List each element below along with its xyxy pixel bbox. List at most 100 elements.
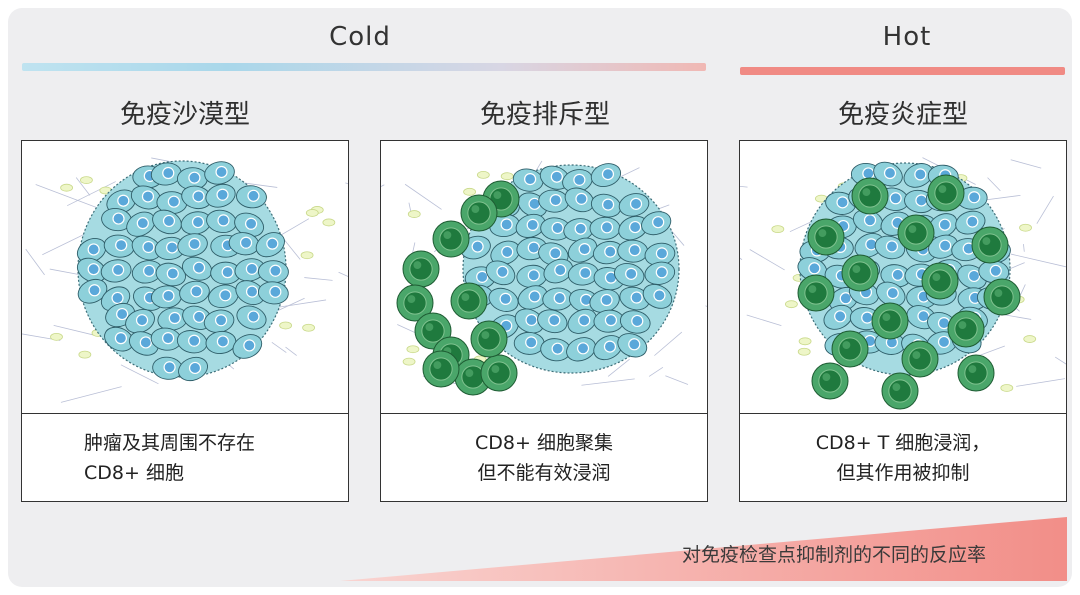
tumor-cell — [542, 287, 574, 311]
tumor-cell — [873, 161, 903, 187]
tumor-cell — [485, 260, 516, 286]
tumor-cell — [100, 259, 132, 283]
tumor-cell — [564, 187, 595, 213]
stromal-cell — [406, 345, 420, 354]
panel-title-excluded: 免疫排斥型 — [479, 100, 610, 130]
panel-title-desert: 免疫沙漠型 — [119, 100, 250, 130]
cd8-t-cell — [480, 354, 518, 392]
tumor-cell — [538, 189, 570, 213]
tumor-cell — [955, 210, 986, 235]
panel-immune-desert: 肿瘤及其周围不存在 CD8+ 细胞 — [21, 140, 349, 502]
tumor-cell — [567, 237, 598, 263]
cd8-t-cell — [432, 220, 470, 258]
cd8-t-cell — [927, 174, 965, 212]
tumor-cell — [177, 233, 208, 257]
tumor-cell — [150, 327, 182, 351]
tumor-cell — [517, 285, 548, 310]
tumor-cell — [151, 285, 182, 309]
tumor-cell — [567, 262, 599, 286]
tumor-cell — [823, 304, 853, 330]
stromal-cell — [1000, 384, 1014, 392]
tumor-cell — [642, 284, 673, 309]
cd8-t-cell — [901, 340, 939, 378]
stromal-cell — [300, 251, 314, 260]
stromal-cell — [78, 350, 92, 359]
tumor-cell — [617, 239, 649, 263]
tumor-cell — [589, 216, 621, 240]
stromal-cell — [80, 176, 93, 185]
caption-line-1: CD8+ 细胞聚集 — [475, 432, 613, 454]
tumor-cell — [204, 161, 235, 185]
stromal-cell — [60, 183, 74, 192]
tumor-cell — [76, 257, 107, 283]
tumor-cell — [255, 232, 285, 258]
tumor-cell — [562, 169, 593, 193]
cd8-t-cell — [841, 254, 879, 292]
panel-title-inflamed: 免疫炎症型 — [837, 100, 968, 130]
panel-immune-inflamed: CD8+ T 细胞浸润， 但其作用被抑制 — [739, 140, 1067, 502]
caption-line-2: CD8+ 细胞 — [84, 461, 184, 484]
tumor-cell — [228, 232, 260, 256]
tumor-cell — [176, 330, 208, 354]
tumor-cell — [512, 168, 544, 192]
stromal-cell — [50, 332, 63, 341]
caption-line-1: CD8+ T 细胞浸润， — [815, 432, 991, 454]
cd8-t-cell — [807, 218, 845, 256]
tumor-cell — [928, 234, 959, 259]
cd8-t-cell — [460, 194, 498, 232]
stromal-cell — [463, 187, 476, 196]
tumor-illustration-excluded — [381, 160, 707, 396]
panel-caption-inflamed: CD8+ T 细胞浸润， 但其作用被抑制 — [740, 413, 1066, 502]
cd8-t-cell — [470, 320, 508, 358]
tumor-mass — [460, 163, 680, 374]
tumor-cell — [152, 209, 182, 235]
tumor-cell — [179, 280, 210, 304]
tumor-cell — [619, 286, 650, 311]
caption-line-1: 肿瘤及其周围不存在 — [84, 431, 256, 454]
response-rate-wedge — [340, 517, 1067, 581]
tumor-cell — [854, 233, 885, 258]
tumor-cell — [152, 356, 183, 380]
tumor-cell — [513, 331, 545, 355]
tumor-cell — [956, 186, 988, 210]
cd8-t-cell — [897, 214, 935, 252]
tumor-cell — [488, 287, 519, 312]
tumor-cell — [543, 258, 574, 284]
tumor-cell — [104, 326, 134, 352]
response-rate-label: 对免疫检查点抑制剂的不同的反应率 — [682, 544, 987, 566]
stromal-cell — [476, 170, 490, 179]
stromal-cell — [785, 300, 798, 309]
stromal-cell — [797, 347, 811, 356]
tumor-cell — [489, 213, 521, 238]
tumor-cell — [125, 309, 155, 334]
tumor-cell — [205, 330, 237, 354]
cd8-t-cell — [871, 302, 909, 340]
tumor-cell — [126, 211, 156, 237]
stromal-cell — [500, 172, 514, 181]
cd8-t-cell — [851, 177, 889, 215]
tumor-cell — [878, 187, 909, 211]
tumor-cell — [257, 281, 289, 305]
tumor-cell — [176, 167, 208, 191]
tumor-cell — [236, 185, 267, 209]
cd8-t-cell — [422, 350, 460, 388]
stromal-cell — [279, 321, 293, 330]
tumor-cell — [156, 191, 188, 215]
tumor-cell — [590, 163, 622, 187]
stromal-cell — [402, 357, 416, 366]
tumor-cell — [613, 263, 645, 287]
caption-line-2: 但不能有效浸润 — [477, 462, 611, 484]
stromal-cell — [302, 323, 316, 332]
tumor-cell — [232, 334, 263, 359]
cd8-t-cell — [983, 278, 1021, 316]
tumor-cell — [205, 183, 236, 208]
tumor-cell — [539, 165, 570, 190]
tumor-cell — [206, 209, 237, 234]
tumor-illustration-inflamed — [740, 157, 1066, 410]
tumor-cell — [181, 256, 213, 281]
tumor-cell — [515, 213, 546, 238]
tumor-cell — [235, 280, 265, 306]
hot-bar — [740, 67, 1065, 75]
tumor-cell — [618, 193, 650, 217]
cd8-t-cell — [921, 262, 959, 300]
